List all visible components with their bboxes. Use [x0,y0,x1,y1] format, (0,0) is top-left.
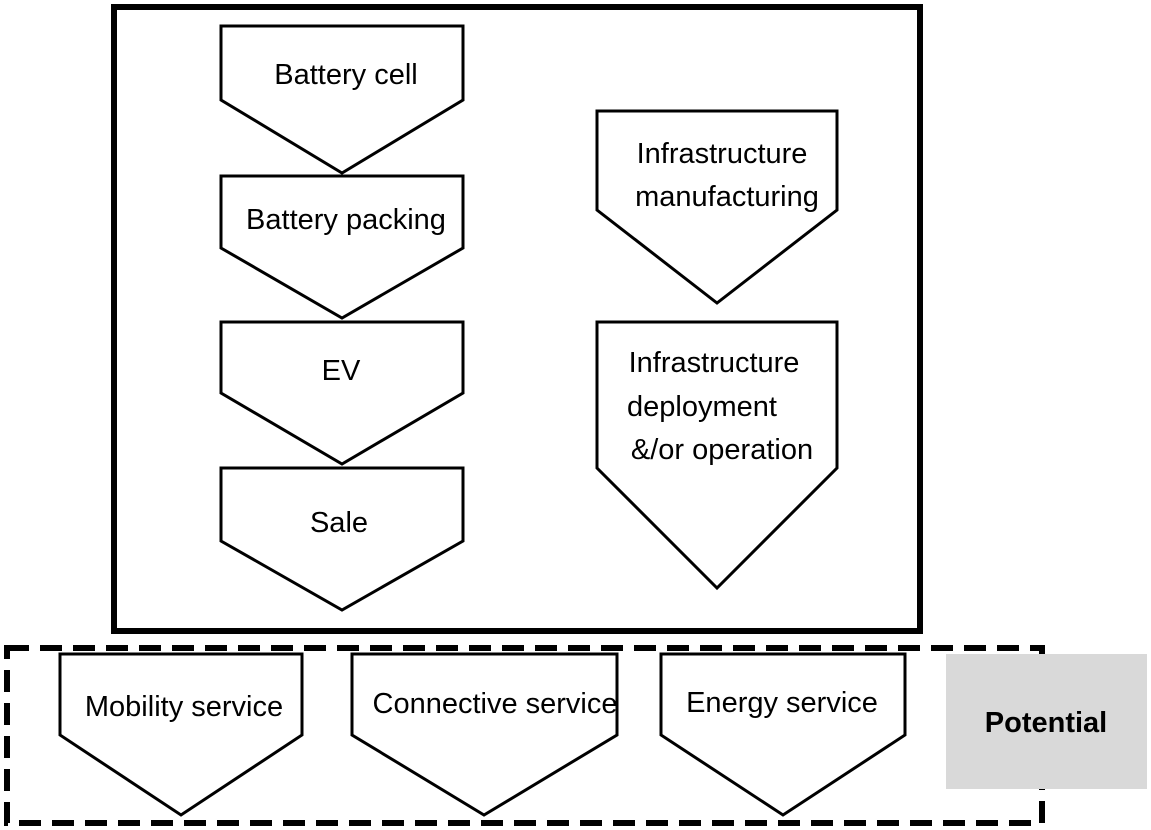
chevron-shape [219,466,465,612]
service-energy: Energy service [659,652,907,817]
chevron-shape [595,320,839,591]
chevron-shape [219,320,465,466]
chain-step-infrastructure-manufacturing: Infrastructure manufacturing [595,109,839,305]
chevron-shape [219,24,465,175]
step-label-line-1: Infrastructure [629,347,800,379]
service-label: Mobility service [85,691,283,723]
chevron-shape [350,652,619,817]
chevron-shape [58,652,304,817]
potential-tag-box [946,654,1147,789]
step-label-line-2: manufacturing [635,181,819,213]
potential-tag-label: Potential [985,707,1107,739]
chevron-shape [219,174,465,320]
step-label-line-2: deployment [627,391,777,423]
step-label: Battery packing [246,204,446,236]
step-label-line-1: Infrastructure [637,138,808,170]
service-mobility: Mobility service [58,652,304,817]
service-label: Connective service [373,688,618,720]
step-label: Battery cell [274,59,417,91]
chain-step-infrastructure-deployment: Infrastructure deployment &/or operation [595,320,839,591]
chain-step-battery-cell: Battery cell [219,24,465,175]
chain-step-ev: EV [219,320,465,466]
step-label: EV [322,355,361,387]
service-connective: Connective service [350,652,619,817]
step-label-line-3: &/or operation [631,434,813,466]
step-label: Sale [310,507,368,539]
chevron-shape [659,652,907,817]
chain-step-sale: Sale [219,466,465,612]
chain-step-battery-packing: Battery packing [219,174,465,320]
chevron-shape [595,109,839,305]
service-label: Energy service [686,687,878,719]
main-frame [111,4,923,634]
